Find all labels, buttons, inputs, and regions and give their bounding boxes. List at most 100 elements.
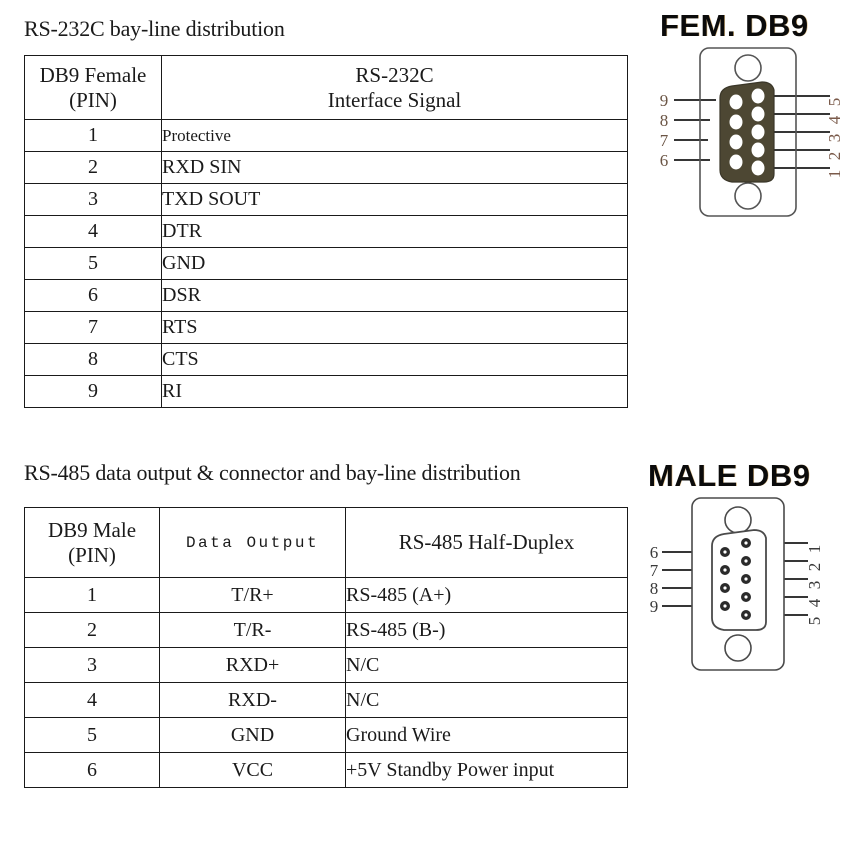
pin-label: 5 — [805, 617, 824, 626]
rs485-cell-pin: 5 — [24, 717, 160, 753]
rs485-cell-half-duplex: RS-485 (B-) — [345, 612, 628, 648]
rs232-cell-pin: 3 — [24, 183, 162, 216]
pin-label: 2 — [825, 152, 844, 161]
female-left-lead-lines — [674, 99, 716, 161]
rs232-cell-pin: 1 — [24, 119, 162, 152]
rs232-cell-signal: GND — [161, 247, 628, 280]
rs232-header-pin-line2: (PIN) — [69, 87, 117, 112]
male-right-pin-labels: 1 2 3 4 5 — [805, 545, 824, 626]
pin-label: 4 — [805, 598, 824, 607]
rs485-cell-half-duplex: N/C — [345, 682, 628, 718]
female-db9-title: FEM. DB9 — [660, 8, 809, 43]
female-screw-hole-top — [734, 54, 762, 82]
rs232-pin-table: DB9 Female (PIN) RS-232C Interface Signa… — [24, 55, 628, 408]
rs485-cell-data-output: T/R+ — [159, 577, 346, 613]
rs485-cell-half-duplex: Ground Wire — [345, 717, 628, 753]
female-shield — [719, 81, 775, 183]
rs232-cell-pin: 6 — [24, 279, 162, 312]
rs232-header-row: DB9 Female (PIN) RS-232C Interface Signa… — [24, 55, 628, 120]
female-screw-hole-bottom — [734, 182, 762, 210]
rs485-header-half-duplex: RS-485 Half-Duplex — [345, 507, 628, 578]
rs232-cell-pin: 4 — [24, 215, 162, 248]
pin-label: 3 — [825, 134, 844, 143]
rs485-cell-half-duplex: N/C — [345, 647, 628, 683]
rs485-cell-data-output: VCC — [159, 752, 346, 788]
female-pin-holes — [729, 88, 765, 176]
rs485-cell-pin: 3 — [24, 647, 160, 683]
pin-label: 7 — [650, 561, 659, 580]
rs232-table-head: DB9 Female (PIN) RS-232C Interface Signa… — [24, 55, 628, 120]
male-db9-title: MALE DB9 — [648, 458, 811, 493]
rs485-cell-data-output: RXD+ — [159, 647, 346, 683]
rs485-pin-table: DB9 Male (PIN) Data Output RS-485 Half-D… — [24, 507, 628, 788]
male-shield — [711, 529, 767, 631]
female-connector-frame — [699, 47, 797, 217]
rs485-header-pin-line2: (PIN) — [68, 542, 116, 567]
rs232-cell-pin: 9 — [24, 375, 162, 408]
rs485-cell-data-output: GND — [159, 717, 346, 753]
rs485-cell-pin: 4 — [24, 682, 160, 718]
rs485-section-title: RS-485 data output & connector and bay-l… — [24, 460, 521, 485]
rs232-header-signal-line2: Interface Signal — [327, 87, 462, 112]
rs232-cell-signal: TXD SOUT — [161, 183, 628, 216]
rs232-cell-signal: RI — [161, 375, 628, 408]
rs232-cell-pin: 8 — [24, 343, 162, 376]
rs232-cell-signal: DTR — [161, 215, 628, 248]
rs232-cell-signal: Protective — [161, 119, 628, 152]
pin-label: 3 — [805, 581, 824, 590]
pin-label: 8 — [650, 579, 658, 598]
rs232-cell-signal: RXD SIN — [161, 151, 628, 184]
male-screw-hole-bottom — [724, 634, 752, 662]
pin-label: 6 — [660, 151, 669, 170]
pin-label: 6 — [650, 543, 658, 562]
rs485-cell-half-duplex: +5V Standby Power input — [345, 752, 628, 788]
male-pins — [720, 538, 751, 620]
rs232-cell-signal: RTS — [161, 311, 628, 344]
pin-label: 4 — [825, 115, 844, 124]
pin-label: 1 — [825, 170, 844, 179]
rs232-section-title: RS-232C bay-line distribution — [24, 16, 285, 41]
rs485-cell-pin: 1 — [24, 577, 160, 613]
pin-label: 8 — [660, 111, 669, 130]
pin-label: 1 — [805, 545, 824, 554]
pin-label: 2 — [805, 563, 824, 572]
pin-label: 7 — [660, 131, 669, 150]
rs232-header-pin: DB9 Female (PIN) — [24, 55, 162, 120]
rs485-cell-half-duplex: RS-485 (A+) — [345, 577, 628, 613]
rs485-cell-pin: 2 — [24, 612, 160, 648]
rs232-header-signal: RS-232C Interface Signal — [161, 55, 628, 120]
rs232-cell-pin: 5 — [24, 247, 162, 280]
rs232-header-pin-line1: DB9 Female — [39, 63, 147, 88]
rs232-header-signal-line1: RS-232C — [355, 63, 434, 88]
pin-label: 9 — [660, 91, 669, 110]
rs232-cell-signal: DSR — [161, 279, 628, 312]
rs232-cell-pin: 7 — [24, 311, 162, 344]
rs232-cell-signal: CTS — [161, 343, 628, 376]
rs485-cell-data-output: T/R- — [159, 612, 346, 648]
rs485-cell-data-output: RXD- — [159, 682, 346, 718]
rs485-table-head: DB9 Male (PIN) Data Output RS-485 Half-D… — [24, 507, 628, 578]
pin-label: 9 — [650, 597, 658, 616]
rs485-header-pin-line1: DB9 Male — [47, 518, 137, 543]
